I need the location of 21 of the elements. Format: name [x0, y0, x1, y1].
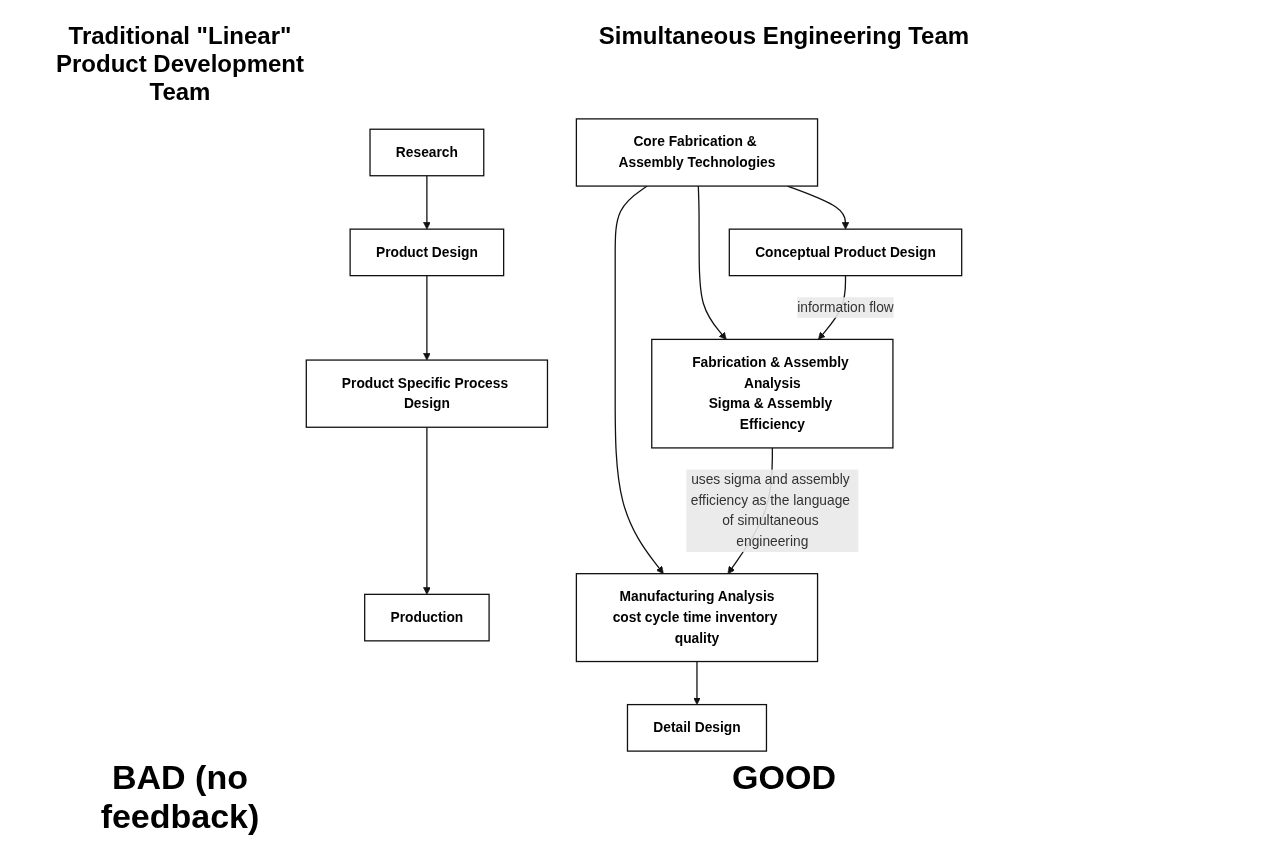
arrow [423, 175, 431, 230]
arrow [423, 426, 431, 595]
node-box: Core Fabrication & Assembly Technologies [575, 118, 819, 187]
node-box: Product Design [349, 228, 505, 277]
arrow [614, 185, 664, 574]
node-box: Detail Design [626, 703, 768, 752]
verdict-text: BAD (no feedback) [99, 758, 261, 836]
verdict-text: GOOD [731, 758, 837, 798]
edge-label: information flow [797, 299, 894, 315]
node-box: Product Specific Process Design [305, 359, 549, 428]
edge-label: uses sigma and assembly efficiency as the language of simultaneous engineering [690, 472, 850, 549]
node-box: Conceptual Product Design [728, 228, 963, 277]
node-box: Research [369, 128, 485, 177]
arrow [697, 185, 727, 340]
arrow [693, 660, 701, 705]
node-box: Manufacturing Analysis cost cycle time inventory quality [575, 573, 819, 663]
heading: Traditional "Linear" Product Development Team [54, 22, 305, 106]
node-box: Production [364, 593, 490, 642]
arrow [423, 275, 431, 361]
node-box: Fabrication & Assembly Analysis Sigma & Assembly Efficiency [651, 338, 894, 449]
heading: Simultaneous Engineering Team [597, 22, 971, 51]
